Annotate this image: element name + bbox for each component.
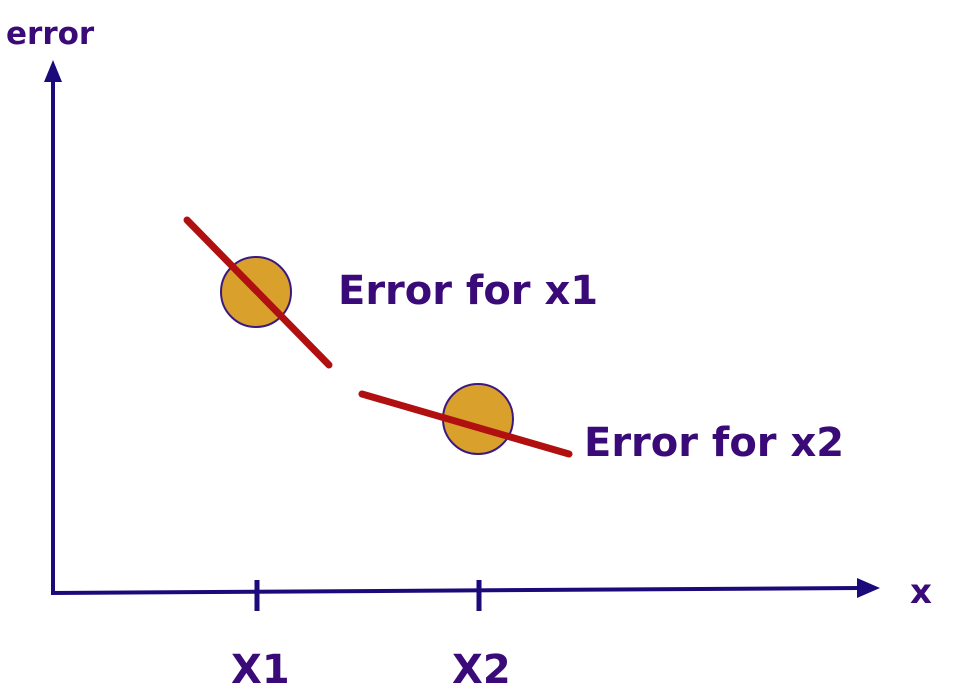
annotation-error-x1: Error for x1	[338, 268, 598, 314]
annotation-error-x2: Error for x2	[584, 420, 844, 466]
y-axis-label: error	[6, 16, 95, 52]
error-line-x2	[358, 390, 573, 458]
error-line-x1	[183, 216, 333, 369]
tick-label-x2: X2	[452, 647, 511, 693]
x-axis-arrowhead	[857, 578, 880, 598]
x-axis-label: x	[910, 572, 932, 612]
x-axis	[50, 586, 861, 595]
tick-label-x1: X1	[231, 647, 290, 693]
y-axis-arrowhead	[44, 60, 62, 82]
